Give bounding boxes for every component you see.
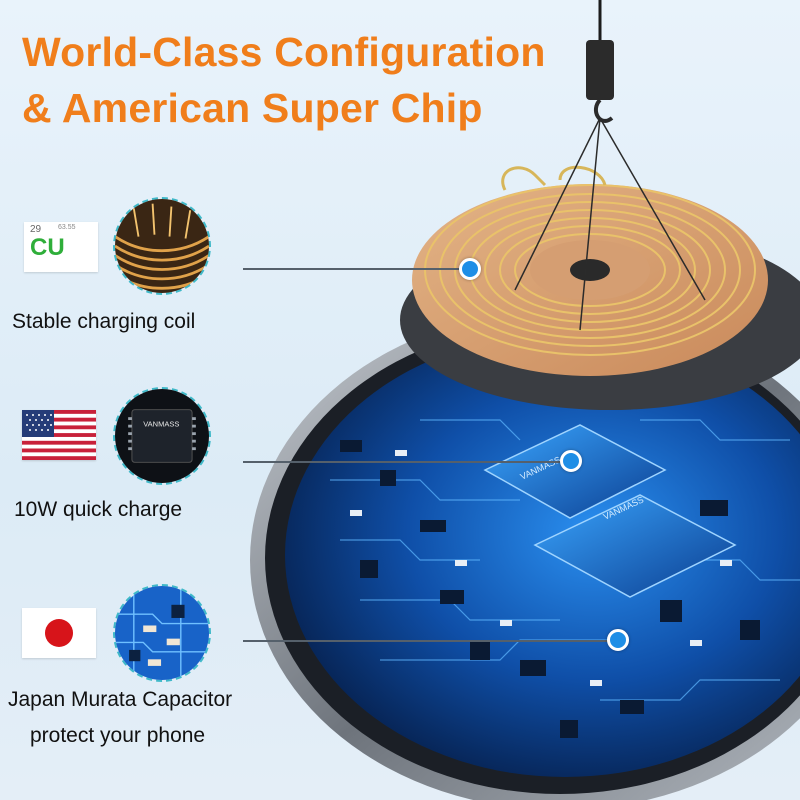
circuit-board-icon (113, 584, 211, 682)
suspension-string-center (579, 117, 601, 331)
pcb-components (340, 440, 760, 738)
callout-dot-chip (560, 450, 582, 472)
vanmass-chip-icon: VANMASS (113, 387, 211, 485)
suspension-string-right (599, 117, 706, 301)
feature-caption-capacitor-line1: Japan Murata Capacitor (8, 688, 233, 711)
leader-line-coil (243, 268, 463, 270)
charging-coil-assembly (400, 165, 800, 410)
feature-caption-chip: 10W quick charge (14, 498, 183, 521)
headline-line-2: & American Super Chip (22, 85, 483, 131)
coil-windings (424, 184, 756, 356)
headline-line-1: World-Class Configuration (22, 29, 546, 75)
coil-hole (570, 259, 610, 281)
feature-caption-capacitor-line2: protect your phone (30, 724, 206, 747)
copper-wire-icon (113, 197, 211, 295)
element-symbol: CU (30, 234, 65, 261)
charger-base: VANMASS VANMASS (250, 310, 800, 800)
main-chip-upper: VANMASS (483, 424, 667, 519)
coil-lead-wire (501, 166, 547, 191)
us-flag-icon (22, 410, 96, 460)
coil-lead-wire-2 (558, 165, 607, 186)
hook-clamp (586, 40, 614, 100)
leader-line-chip (243, 461, 565, 463)
atomic-number: 29 (30, 224, 42, 235)
hanging-hook (514, 0, 706, 331)
suspension-string-left (514, 117, 601, 291)
callout-dot-coil (459, 258, 481, 280)
chip-label: VANMASS (143, 420, 179, 429)
pcb-resistors (350, 450, 732, 686)
leader-line-capacitor (243, 640, 613, 642)
headline: World-Class Configuration & American Sup… (22, 24, 546, 136)
callout-dot-capacitor (607, 629, 629, 651)
pcb-board (285, 333, 800, 777)
japan-flag-icon (22, 608, 96, 658)
copper-element-badge: 29 63.55 CU (24, 222, 98, 272)
feature-caption-coil: Stable charging coil (12, 310, 196, 333)
atomic-mass: 63.55 (58, 224, 76, 231)
